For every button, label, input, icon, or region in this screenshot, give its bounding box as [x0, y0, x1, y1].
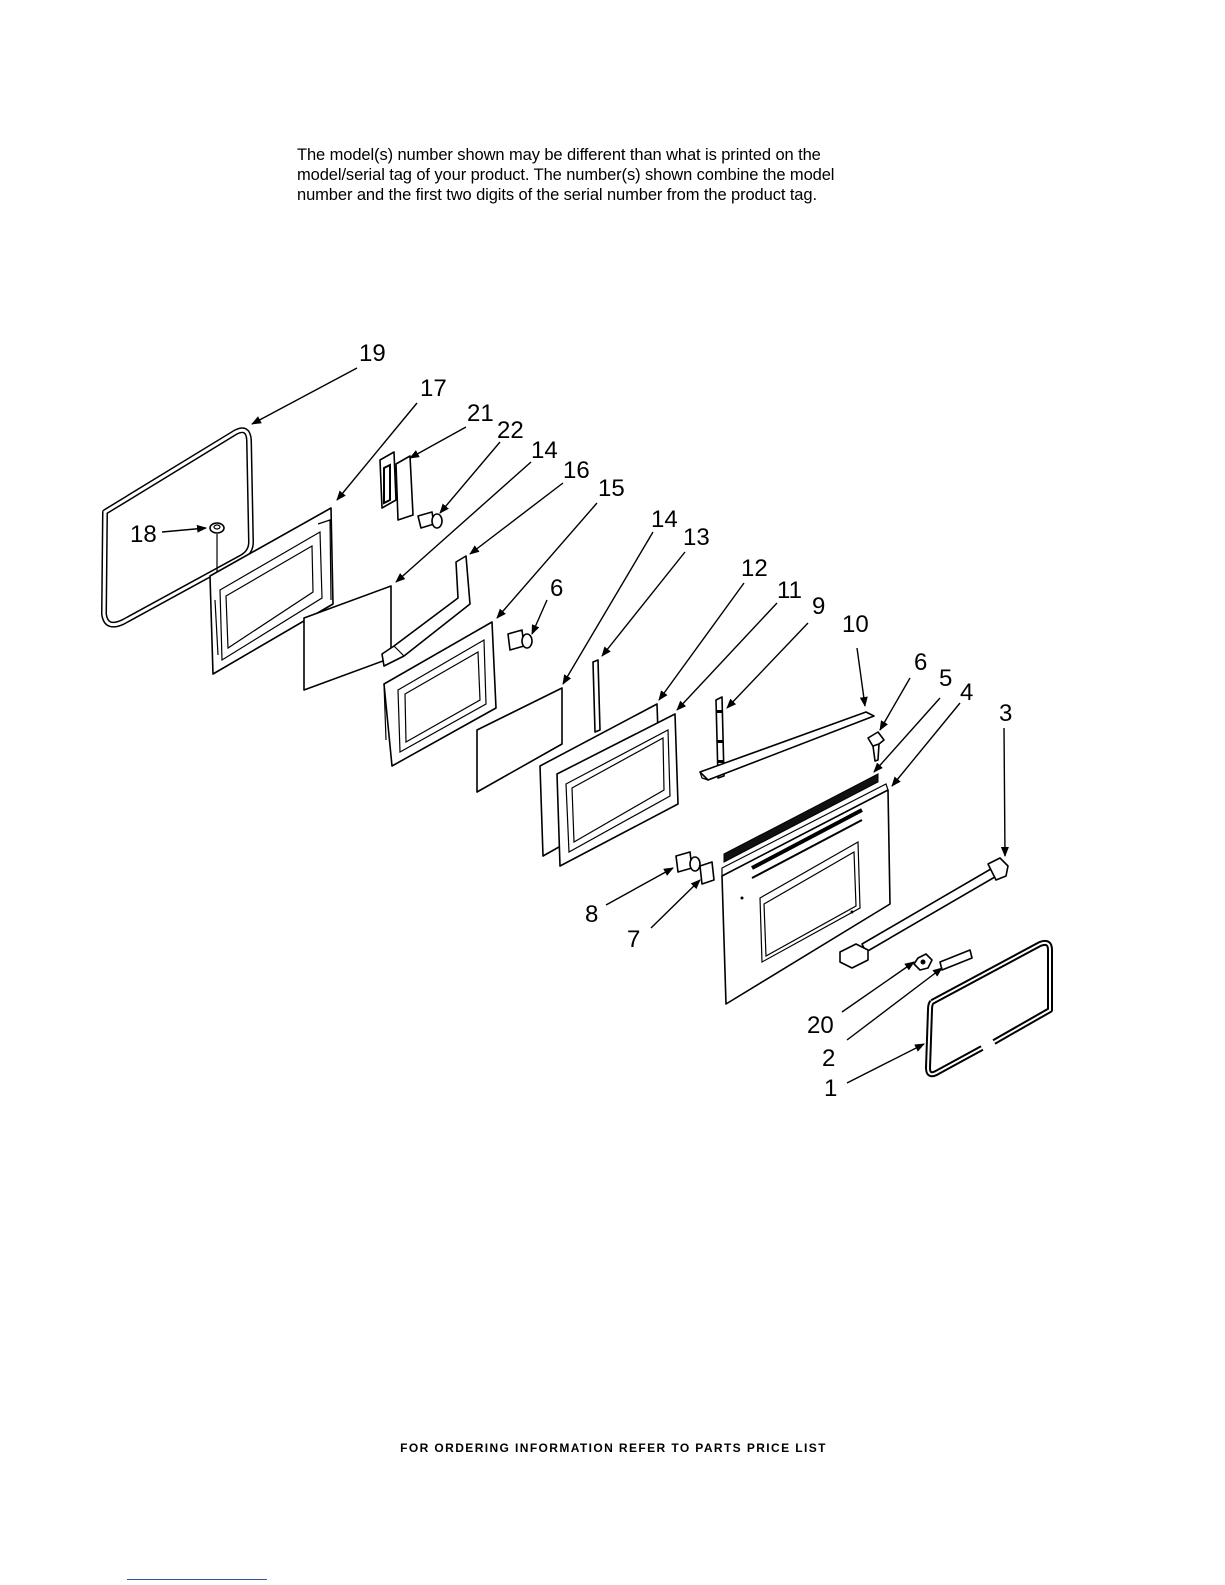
part-15-glass-frame	[383, 621, 497, 767]
callout-5: 5	[939, 665, 952, 692]
part-9-hinge	[715, 696, 725, 779]
part-1-gasket	[925, 939, 1053, 1078]
callout-3: 3	[999, 700, 1012, 727]
callout-labels: 19 17 21 22 14 16 15 6 14 13 12 11 9 10 …	[130, 340, 1012, 1102]
callout-4: 4	[960, 679, 973, 706]
callout-11: 11	[777, 577, 802, 604]
part-14-glass-lower	[476, 687, 563, 793]
callout-2: 2	[822, 1045, 835, 1072]
callout-19: 19	[359, 340, 386, 367]
callout-6: 6	[550, 575, 563, 602]
part-3-handle	[839, 857, 1009, 969]
callout-13: 13	[683, 524, 710, 551]
part-18-bumper	[209, 522, 225, 578]
callout-16: 16	[563, 457, 590, 484]
part-21-bracket	[379, 451, 414, 521]
callout-14: 14	[531, 437, 558, 464]
part-13-strip	[592, 659, 601, 733]
part-19-gasket	[101, 427, 254, 628]
part-6-screw	[507, 629, 533, 651]
callout-9: 9	[812, 593, 825, 620]
notice-line: The model(s) number shown may be differe…	[297, 146, 821, 164]
part-5-vent-strip	[723, 773, 879, 863]
part-4-outer-door	[721, 783, 891, 1005]
callout-1: 1	[824, 1075, 837, 1102]
part-7-spacer	[699, 861, 715, 885]
callout-17: 17	[420, 375, 447, 402]
part-20-nut	[913, 953, 933, 971]
callout-15: 15	[598, 475, 625, 502]
ordering-information-footer: FOR ORDERING INFORMATION REFER TO PARTS …	[0, 1441, 1225, 1455]
callout-14: 14	[651, 506, 678, 533]
callout-12: 12	[741, 555, 768, 582]
callout-22: 22	[497, 417, 524, 444]
part-17-inner-door	[209, 507, 334, 675]
leader-lines	[161, 367, 1009, 1084]
bottom-rule	[127, 1579, 267, 1580]
part-10-vent-trim	[699, 711, 875, 781]
model-number-notice: The model(s) number shown may be differe…	[297, 145, 937, 205]
notice-line: model/serial tag of your product. The nu…	[297, 166, 835, 184]
part-2-badge	[939, 949, 973, 971]
part-11-glass-frame	[556, 713, 679, 867]
part-8-screw	[675, 851, 701, 873]
callout-18: 18	[130, 521, 157, 548]
callout-20: 20	[807, 1012, 834, 1039]
callout-10: 10	[842, 611, 869, 638]
footer-text: FOR ORDERING INFORMATION REFER TO PARTS …	[400, 1441, 827, 1455]
callout-21: 21	[467, 400, 494, 427]
part-16-insulation	[381, 555, 471, 667]
callout-6: 6	[914, 649, 927, 676]
notice-line: number and the first two digits of the s…	[297, 186, 817, 204]
callout-8: 8	[585, 901, 598, 928]
part-6-screw-right	[867, 731, 885, 762]
part-22-screw	[417, 511, 443, 529]
callout-7: 7	[627, 926, 640, 953]
